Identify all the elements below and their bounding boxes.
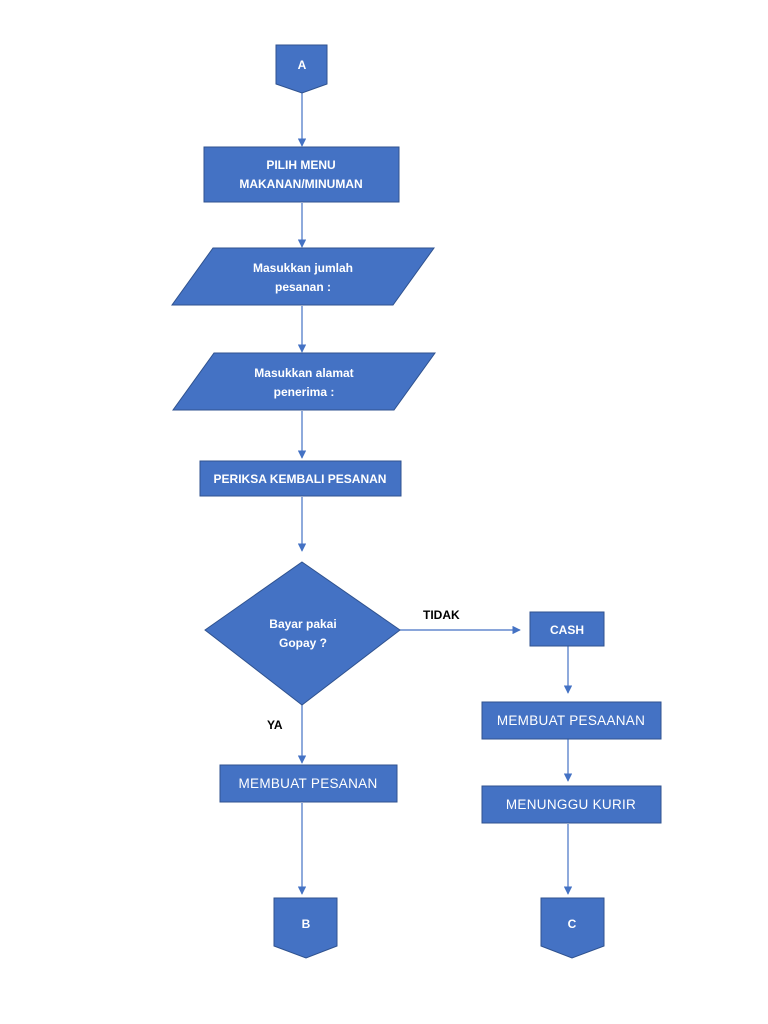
input-jumlah-pesanan: Masukkan jumlah pesanan : <box>171 247 435 306</box>
offpage-connector-c-label: C <box>568 917 577 931</box>
process-membuat-pesanan: MEMBUAT PESANAN <box>219 764 398 803</box>
process-menunggu-kurir: MENUNGGU KURIR <box>481 785 662 824</box>
process-membuat-pesanan-label: MEMBUAT PESANAN <box>238 776 377 791</box>
edge-label-ya: YA <box>267 718 283 732</box>
offpage-connector-c: C <box>540 897 605 959</box>
offpage-connector-a: A <box>275 44 328 94</box>
input-alamat-penerima: Masukkan alamat penerima : <box>172 352 436 411</box>
process-cash-label: CASH <box>550 623 584 637</box>
offpage-connector-b-label: B <box>302 917 311 931</box>
process-periksa-kembali-label: PERIKSA KEMBALI PESANAN <box>214 472 387 486</box>
input-jumlah-pesanan-line2: pesanan : <box>275 280 331 294</box>
input-alamat-penerima-line1: Masukkan alamat <box>254 366 353 380</box>
input-alamat-penerima-line2: penerima : <box>274 385 335 399</box>
process-pilih-menu-line2: MAKANAN/MINUMAN <box>239 177 362 191</box>
offpage-connector-b: B <box>273 897 338 959</box>
process-membuat-pesaanan: MEMBUAT PESAANAN <box>481 701 662 740</box>
process-menunggu-kurir-label: MENUNGGU KURIR <box>506 797 636 812</box>
decision-bayar-gopay: Bayar pakai Gopay ? <box>204 561 401 706</box>
process-membuat-pesaanan-label: MEMBUAT PESAANAN <box>497 713 645 728</box>
input-jumlah-pesanan-line1: Masukkan jumlah <box>253 261 353 275</box>
process-periksa-kembali: PERIKSA KEMBALI PESANAN <box>199 460 402 497</box>
process-cash: CASH <box>529 611 605 647</box>
decision-bayar-gopay-line2: Gopay ? <box>279 636 327 650</box>
edge-label-tidak: TIDAK <box>423 608 460 622</box>
connectors <box>297 93 573 895</box>
decision-bayar-gopay-line1: Bayar pakai <box>269 617 336 631</box>
process-pilih-menu-line1: PILIH MENU <box>266 158 335 172</box>
process-pilih-menu: PILIH MENU MAKANAN/MINUMAN <box>203 146 400 203</box>
offpage-connector-a-label: A <box>298 58 307 72</box>
